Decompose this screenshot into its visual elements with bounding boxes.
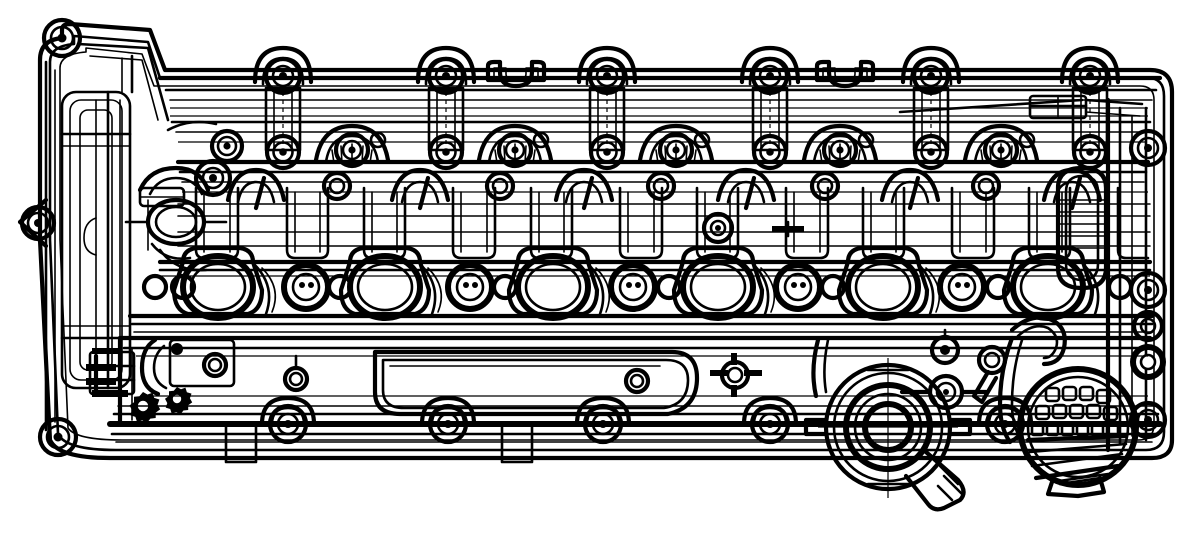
- bottom-bolt-boss: [267, 403, 309, 445]
- right-bolt-boss: [1128, 270, 1168, 310]
- injector-boss: [608, 262, 658, 312]
- stud-boss: [282, 354, 310, 393]
- small-round-port: [701, 211, 735, 245]
- injector-boss: [937, 262, 987, 312]
- miscellaneous-fittings: [701, 211, 804, 245]
- left-end-plate: [17, 17, 170, 458]
- stud-boss: [929, 328, 961, 366]
- lower-deck: [117, 335, 1153, 427]
- stud-boss: [623, 367, 651, 395]
- bottom-bolt-boss: [582, 403, 624, 445]
- mesh-grid: [1030, 385, 1120, 437]
- drain-tab: [224, 422, 258, 464]
- left-tabs: [86, 186, 186, 385]
- tick-marks: [253, 175, 1083, 211]
- spark-plug-well: [836, 245, 930, 321]
- saddle-bracket-clip: [814, 59, 876, 89]
- right-end-plate: [898, 94, 1168, 453]
- bracket-pad: [168, 338, 236, 388]
- saddle-bracket-clip: [485, 59, 547, 89]
- bolt-boss-left-top: [41, 17, 83, 59]
- camshaft-bearing-cap: [801, 123, 879, 202]
- drain-tab: [500, 422, 534, 464]
- valve-stem-columns: [177, 186, 1151, 260]
- stud-boss: [899, 373, 989, 411]
- bolt-boss-left-mid: [17, 197, 57, 249]
- camshaft-bearing-cap: [476, 123, 554, 202]
- right-through-hole: [1131, 309, 1165, 343]
- hose-spout: [903, 449, 966, 512]
- mid-spine-rails: [127, 259, 1155, 333]
- spark-plug-well: [671, 245, 765, 321]
- bottom-flange: [107, 395, 1163, 464]
- bottom-bolt-boss: [749, 403, 791, 445]
- saddle-bracket-clips: [485, 59, 876, 89]
- cross-fitting: [710, 353, 762, 397]
- bottom-bolt-boss: [427, 403, 469, 445]
- construction-lines: [136, 107, 1150, 397]
- right-bolt-boss: [1128, 128, 1168, 168]
- center-recess-pocket: [372, 349, 700, 417]
- right-through-hole: [1130, 344, 1166, 380]
- bolt-boss-left-bottom: [37, 416, 79, 458]
- right-bolt-boss: [1128, 400, 1168, 440]
- oil-filler-cap: [803, 358, 973, 512]
- gear-icon: [165, 387, 193, 415]
- camshaft-bearing-cap: [313, 123, 391, 202]
- right-stud-bosses: [899, 328, 1008, 411]
- spark-plug-well: [171, 245, 265, 321]
- camshaft-bearing-caps: [313, 123, 1040, 202]
- right-oval-reservoir: [1055, 165, 1109, 291]
- spark-plug-wells: [171, 245, 1095, 321]
- web-ribs: [252, 262, 1100, 316]
